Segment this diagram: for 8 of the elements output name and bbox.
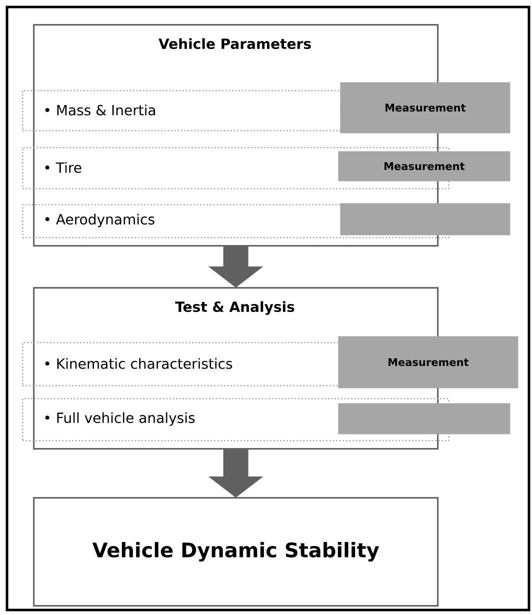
block-arrow: [208, 246, 264, 288]
method-tag: Measurement: [338, 336, 518, 388]
method-tag: [340, 203, 510, 236]
block-arrow: [208, 449, 264, 498]
method-tag: Measurement: [338, 151, 510, 182]
result-box: Vehicle Dynamic Stability: [33, 497, 439, 607]
method-tag: Measurement: [340, 82, 510, 134]
method-tag: [338, 403, 510, 434]
